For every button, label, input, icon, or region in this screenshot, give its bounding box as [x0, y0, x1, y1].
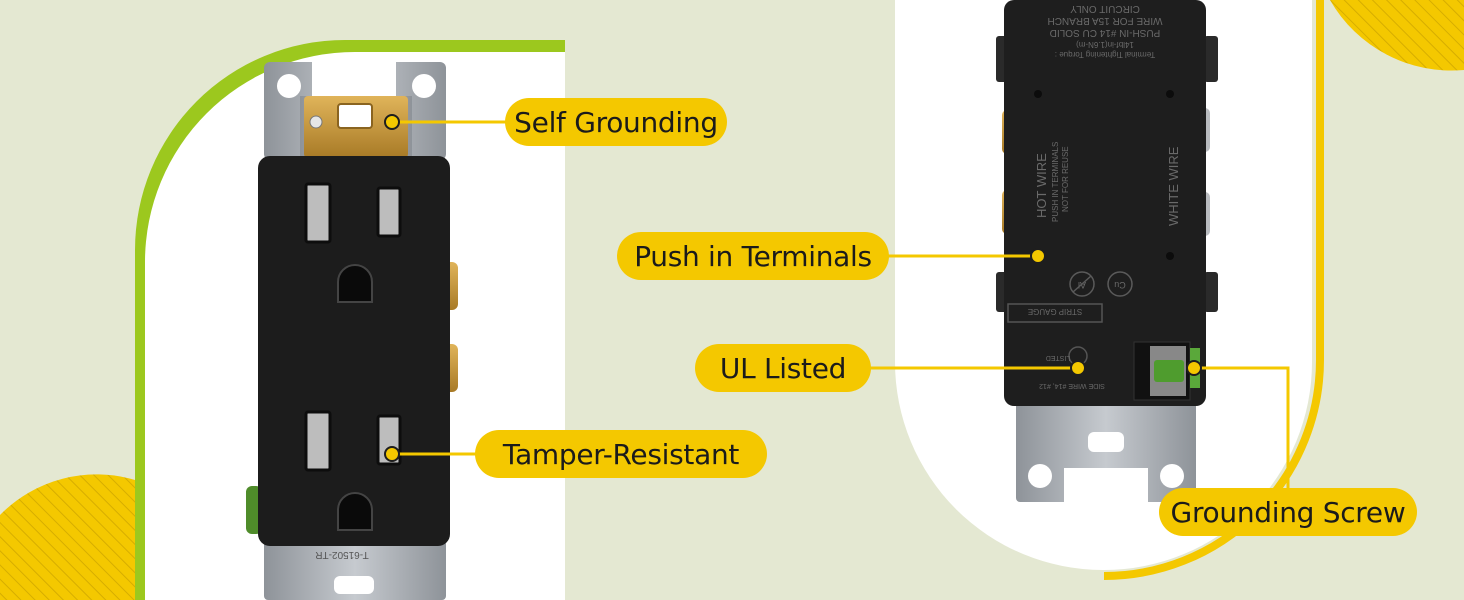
- back-label-line: CIRCUIT ONLY: [1070, 3, 1140, 14]
- callout-grounding-screw: Grounding Screw: [1159, 488, 1417, 536]
- decorative-yellow-quarter-top-right: [1330, 0, 1464, 71]
- strip-gauge: [1007, 303, 1103, 323]
- front-outlet-illustration: T-61502-TR: [246, 62, 458, 600]
- hot-slot: [376, 186, 402, 238]
- back-label-line: 14lbf-in(1.6N-m): [1076, 40, 1134, 49]
- callout-dots: [384, 114, 1202, 462]
- strip-gauge-text: STRIP GAUGE: [1028, 307, 1083, 316]
- neutral-slot: [304, 182, 332, 244]
- callout-ul-listed: UL Listed: [695, 344, 871, 392]
- strap-hole: [1160, 464, 1184, 488]
- cu-mark-text: Cu: [1114, 280, 1126, 290]
- hot-wire-label: HOT WIRE: [1034, 153, 1049, 218]
- strap-hole: [277, 74, 301, 98]
- listed-mark-text: LISTED: [1046, 354, 1071, 361]
- callout-connectors: [392, 120, 1290, 510]
- push-in-note: NOT FOR REUSE: [1061, 146, 1070, 212]
- model-code-label: T-61502-TR: [315, 549, 368, 560]
- ground-screw: [1154, 360, 1184, 382]
- outlet-face: [258, 156, 450, 546]
- ground-hole: [337, 264, 373, 303]
- side-wire-text: SIDE WIRE #14, #12: [1039, 382, 1105, 389]
- white-wire-label: WHITE WIRE: [1166, 146, 1181, 226]
- push-in-note: PUSH IN TERMINALS: [1051, 142, 1060, 222]
- back-label-line: WIRE FOR 15A BRANCH: [1047, 15, 1162, 26]
- decorative-yellow-quarter-bottom-left: [0, 474, 135, 600]
- ground-hole: [337, 492, 373, 531]
- strap-hole: [412, 74, 436, 98]
- back-label-line: PUSH-IN #14 CU SOLID: [1050, 27, 1161, 38]
- callout-self-grounding: Self Grounding: [505, 98, 727, 146]
- back-outlet-illustration: CIRCUIT ONLY WIRE FOR 15A BRANCH PUSH-IN…: [996, 0, 1218, 502]
- neutral-slot: [304, 410, 332, 472]
- callout-tamper-resistant: Tamper-Resistant: [475, 430, 767, 478]
- al-mark: [1069, 271, 1095, 297]
- clip-screw: [309, 115, 323, 129]
- strap-hole: [1028, 464, 1052, 488]
- back-label-line: Terminal Tightening Torque :: [1055, 50, 1155, 59]
- cu-mark: [1107, 271, 1133, 297]
- callout-push-in-terminals: Push in Terminals: [617, 232, 889, 280]
- bottom-mounting-strap: [264, 540, 446, 600]
